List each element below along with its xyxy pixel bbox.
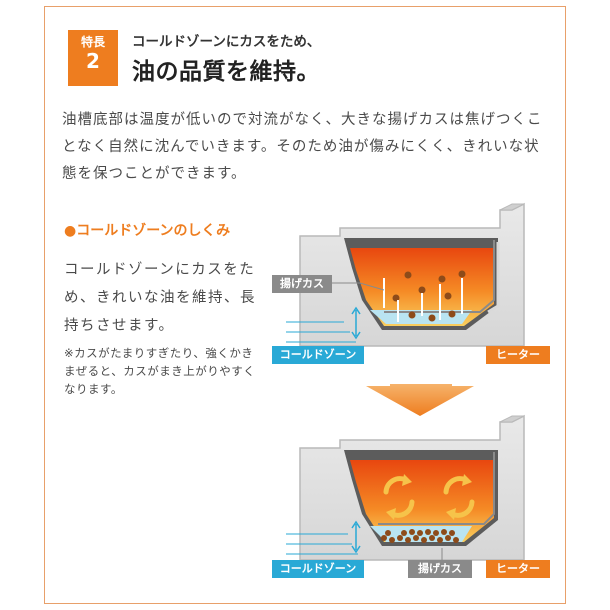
- cold-zone-label-top: コールドゾーン: [272, 346, 364, 364]
- section-title: ●コールドゾーンのしくみ: [64, 223, 231, 239]
- feature-card-frame: [44, 6, 566, 604]
- section-body: コールドゾーンにカスをため、きれいな油を維持、長持ちさせます。: [64, 262, 256, 334]
- feature-subtitle: コールドゾーンにカスをため、: [132, 34, 321, 50]
- debris-label-top: 揚げカス: [272, 275, 332, 293]
- section-note: ※カスがたまりすぎたり、強くかきまぜると、カスがまき上がりやすくなります。: [64, 346, 256, 396]
- heater-coil-bottom: [378, 452, 495, 525]
- feature-badge-label: 特長: [80, 35, 105, 49]
- heater-label-top: ヒーター: [486, 346, 550, 364]
- feature-title: 油の品質を維持。: [132, 59, 320, 85]
- fryer-diagram-bottom: [286, 414, 525, 567]
- intro-paragraph: 油槽底部は温度が低いので対流がなく、大きな揚げカスは焦げつくことなく自然に沈んで…: [62, 112, 543, 182]
- fryer-diagram-top: [286, 202, 525, 357]
- cold-zone-label-bottom: コールドゾーン: [272, 560, 364, 578]
- debris-label-bottom: 揚げカス: [408, 560, 472, 578]
- feature-badge: 特長 2: [68, 30, 118, 86]
- heater-coil-top: [384, 240, 495, 313]
- down-arrow-icon: [366, 384, 474, 416]
- heater-label-bottom: ヒーター: [486, 560, 550, 578]
- cold-zone-top: [370, 310, 472, 324]
- feature-badge-number: 2: [86, 49, 100, 73]
